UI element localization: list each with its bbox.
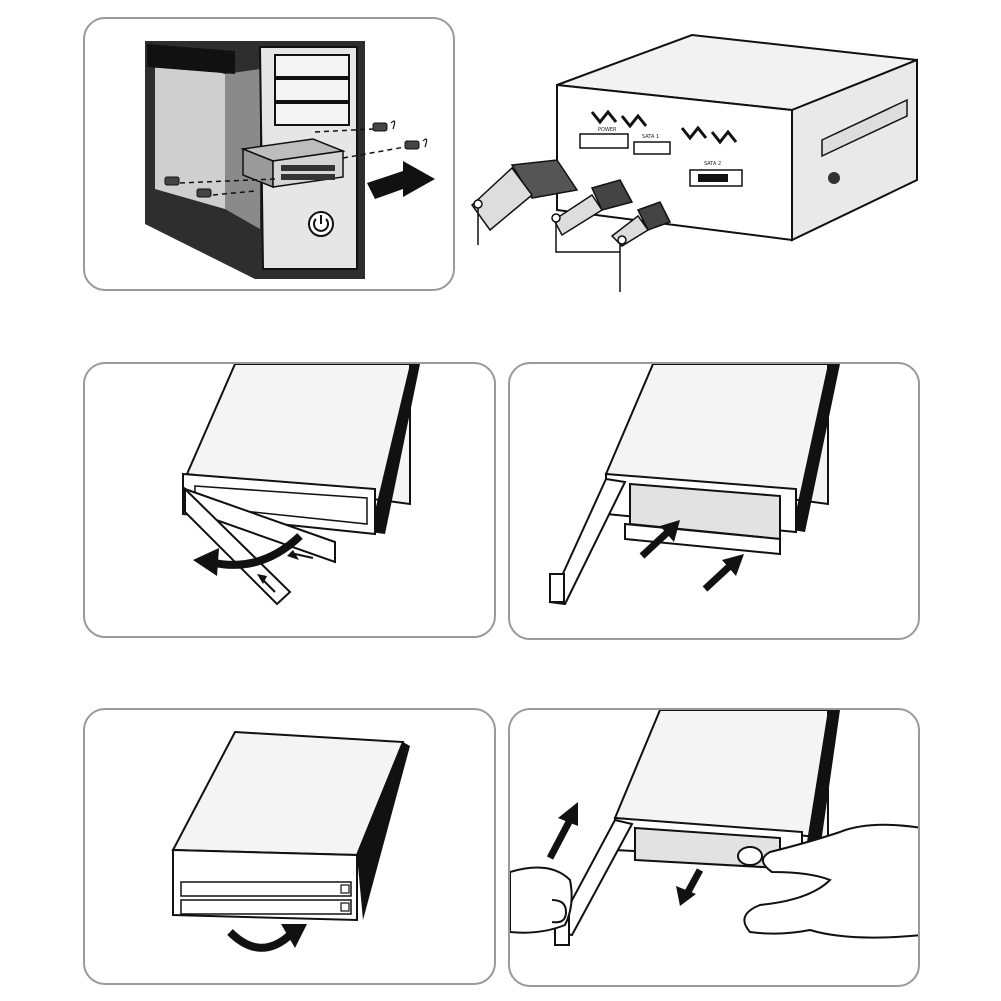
hand-icon bbox=[510, 866, 573, 934]
drive-edge bbox=[370, 364, 420, 534]
guide-lines bbox=[179, 128, 406, 196]
panel-remove-drive bbox=[508, 708, 920, 987]
label-sata1: SATA 1 bbox=[642, 134, 659, 140]
panel-open-door bbox=[83, 362, 496, 638]
panel-insert-drive bbox=[508, 362, 920, 640]
screw-icon bbox=[164, 122, 420, 198]
drive-rack bbox=[240, 138, 346, 189]
panel-case-installation bbox=[83, 17, 455, 291]
hand-icon bbox=[743, 823, 918, 939]
cable-led bbox=[610, 201, 672, 292]
connector-diagram: POWER SATA 1 SATA 2 bbox=[462, 30, 932, 300]
arrow-icon bbox=[209, 533, 303, 569]
label-power: POWER bbox=[598, 127, 617, 133]
arrow-icon bbox=[367, 161, 435, 199]
case-interior-wall bbox=[155, 54, 225, 209]
arrow-icon bbox=[639, 520, 744, 592]
panel-close-door bbox=[83, 708, 496, 985]
port-sata2: SATA 2 bbox=[689, 161, 743, 187]
case-illustration bbox=[145, 41, 435, 279]
cable-power bbox=[471, 159, 579, 245]
door-slot-upper bbox=[180, 881, 352, 897]
arrow-icon bbox=[227, 929, 293, 952]
door-leaf bbox=[548, 477, 627, 606]
port-sata1: SATA 1 bbox=[633, 134, 671, 155]
enclosure-screw bbox=[828, 172, 840, 184]
case-top-bay bbox=[147, 44, 235, 74]
vent-slots bbox=[590, 109, 738, 145]
door-slot-lower bbox=[180, 899, 352, 915]
drive-body bbox=[613, 710, 829, 840]
drive-edge bbox=[792, 364, 840, 532]
power-icon bbox=[308, 211, 334, 237]
door-leaf bbox=[553, 818, 634, 937]
bay-3 bbox=[274, 102, 350, 126]
drive-edge bbox=[806, 710, 840, 850]
drive-body bbox=[185, 364, 411, 506]
port-power: POWER bbox=[579, 127, 629, 149]
cable-sata bbox=[551, 179, 634, 253]
bay-2 bbox=[274, 78, 350, 102]
label-sata2: SATA 2 bbox=[704, 161, 721, 167]
drive-body bbox=[604, 364, 829, 506]
drive-side bbox=[357, 742, 410, 920]
enclosure-side bbox=[791, 58, 918, 242]
bay-1 bbox=[274, 54, 350, 78]
arrow-icon bbox=[546, 802, 704, 906]
door-leaf-lower bbox=[184, 486, 292, 606]
